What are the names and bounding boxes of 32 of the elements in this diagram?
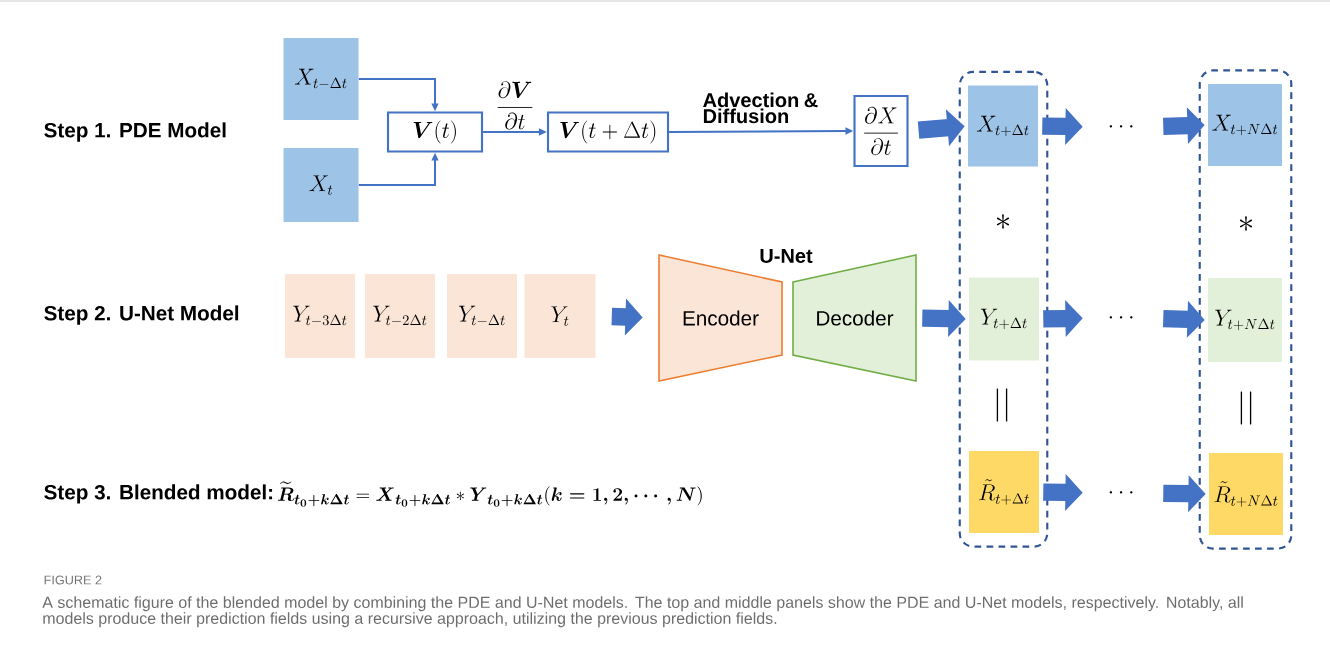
ellipsis: $\cdots$ <box>1109 491 1133 494</box>
operator-symbol: $\ast$ <box>1239 216 1253 231</box>
input-field-box: $Y_{t}$ <box>524 274 596 358</box>
input-field-box: $Y_{t-\Delta t}$ <box>447 274 517 358</box>
operator-symbol: $\ast$ <box>996 214 1010 229</box>
operator-symbol: $||$ <box>1240 391 1252 425</box>
operator-symbol: $||$ <box>996 388 1008 422</box>
ellipsis: $\cdots$ <box>1109 125 1133 128</box>
step-label: Step 2. U-Net Model <box>44 305 239 325</box>
caption: A schematic figure of the blended model by combining the PDE and U-Net models. The top and middle panels show the PDE and U-Net models, respectively. Notably, all models produce their prediction fields using a recursive approach, utilizing the previous prediction fields. <box>42 596 1243 628</box>
edge-label: $\dfrac{\partial \boldsymbol{V}}{\partial t}$ <box>494 80 536 131</box>
prediction-box: $Y_{t+N\Delta t}$ <box>1208 278 1282 362</box>
step-label: Step 3. Blended model: <box>44 484 273 504</box>
figure-label: FIGURE 2 <box>44 575 102 585</box>
data-field-box: $X_{t+\Delta t}$ <box>968 85 1038 167</box>
input-field-box: $Y_{t-2\Delta t}$ <box>365 274 435 358</box>
blended-field-box: $\tilde{R}_{t+N\Delta t}$ <box>1209 453 1283 535</box>
variable-box: $\boldsymbol{V}(t+\Delta t)$ <box>546 111 670 153</box>
data-field-box: $X_{t+N\Delta t}$ <box>1208 84 1282 166</box>
ellipsis: $\cdots$ <box>1109 316 1133 319</box>
prediction-box: $Y_{t+\Delta t}$ <box>969 277 1039 361</box>
data-field-box: $X_{t}$ <box>283 148 359 222</box>
formula: $\widetilde{\boldsymbol{R}}_{\boldsymbol{t_0+k\Delta t}}=\boldsymbol{X}_{\boldsymbol{t_0+k\Delta t}}\ast\boldsymbol{Y}_{\boldsymbol{t_0+k\Delta t}}(\boldsymbol{k=1,2,\cdots,N})$ <box>278 481 702 507</box>
variable-box: $\dfrac{\partial X}{\partial t}$ <box>853 94 909 168</box>
input-field-box: $Y_{t-3\Delta t}$ <box>285 274 355 358</box>
step-label: Step 1. PDE Model <box>44 122 226 142</box>
data-field-box: $X_{t-\Delta t}$ <box>283 38 359 120</box>
dashed-group-box <box>958 70 1049 548</box>
blended-field-box: $\tilde{R}_{t+\Delta t}$ <box>969 451 1039 533</box>
dashed-group-box <box>1198 69 1293 550</box>
edge-label: Advection & Diffusion <box>701 91 822 125</box>
variable-box: $\boldsymbol{V}(t)$ <box>386 111 484 153</box>
